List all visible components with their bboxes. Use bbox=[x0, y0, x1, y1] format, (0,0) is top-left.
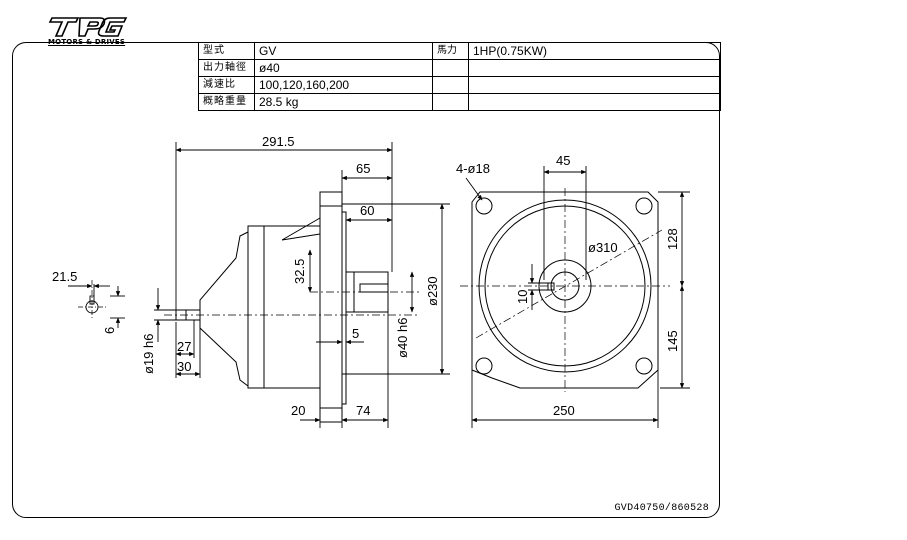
motor-body bbox=[247, 225, 321, 389]
dim-74: 74 bbox=[356, 403, 370, 418]
front-view bbox=[460, 188, 670, 392]
dim-21-5: 21.5 bbox=[52, 269, 77, 284]
dim-65: 65 bbox=[356, 161, 370, 176]
dim-pitch-dia: ø310 bbox=[588, 240, 618, 255]
spec-value: 28.5 kg bbox=[254, 93, 433, 111]
tpg-logo-mark bbox=[48, 17, 128, 37]
spec-table: 型式 GV 馬力 1HP(0.75KW) 出力軸徑 ø40 減速比 100,12… bbox=[198, 42, 721, 111]
dim-32-5: 32.5 bbox=[292, 259, 307, 284]
spec-value: 1HP(0.75KW) bbox=[468, 42, 721, 60]
side-view-dimensions bbox=[154, 142, 450, 428]
dim-input-shaft: ø19 h6 bbox=[141, 334, 156, 374]
dim-45: 45 bbox=[556, 153, 570, 168]
dim-27: 27 bbox=[177, 339, 191, 354]
dim-128: 128 bbox=[665, 228, 680, 250]
dimension-labels: 291.5 65 60 32.5 ø230 ø40 h6 5 21.5 6 ø1… bbox=[52, 134, 680, 418]
spec-key: 概略重量 bbox=[198, 93, 255, 111]
motor-end-cap bbox=[199, 231, 249, 387]
side-view bbox=[164, 191, 420, 423]
front-view-dimensions bbox=[465, 166, 690, 428]
dim-overall-length: 291.5 bbox=[262, 134, 295, 149]
dim-145: 145 bbox=[665, 330, 680, 352]
key-detail bbox=[68, 280, 125, 328]
spec-value: ø40 bbox=[254, 59, 433, 77]
dim-30: 30 bbox=[177, 359, 191, 374]
company-logo: MOTORS & DRIVES bbox=[48, 14, 130, 50]
logo-subtitle: MOTORS & DRIVES bbox=[48, 38, 126, 46]
front-flange bbox=[319, 191, 343, 423]
mount-hole bbox=[475, 197, 493, 215]
drawing-number: GVD40750/860528 bbox=[614, 503, 709, 514]
spec-value bbox=[468, 93, 721, 111]
dim-5: 5 bbox=[352, 326, 359, 341]
dim-60: 60 bbox=[360, 203, 374, 218]
mount-hole bbox=[635, 357, 653, 375]
dim-250: 250 bbox=[553, 403, 575, 418]
dim-output-shaft: ø40 h6 bbox=[395, 318, 410, 358]
spec-row: 型式 GV 馬力 1HP(0.75KW) bbox=[198, 42, 721, 60]
spec-value: 100,120,160,200 bbox=[254, 76, 433, 94]
mount-hole bbox=[475, 357, 493, 375]
dim-flange-dia: ø230 bbox=[425, 276, 440, 306]
dim-20: 20 bbox=[291, 403, 305, 418]
dim-mount-holes: 4-ø18 bbox=[456, 161, 490, 176]
spec-row: 概略重量 28.5 kg bbox=[198, 93, 721, 111]
dim-10: 10 bbox=[515, 290, 530, 304]
mount-hole bbox=[635, 197, 653, 215]
dim-6: 6 bbox=[102, 327, 117, 334]
